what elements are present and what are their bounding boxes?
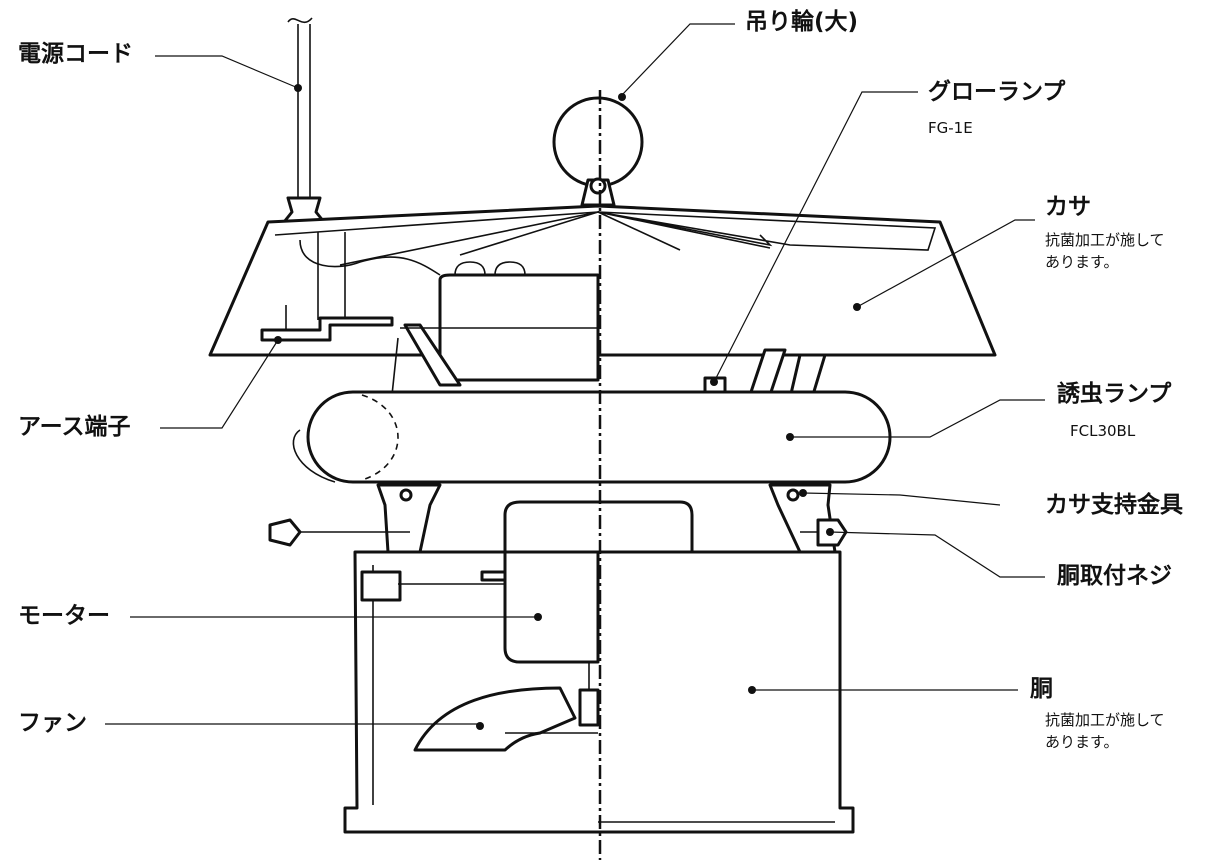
ballast-drawing — [438, 261, 600, 382]
shade-bracket-drawing — [268, 483, 848, 554]
label-hanging-ring: 吊り輪(大) — [745, 9, 859, 35]
label-shade-bracket: カサ支持金具 — [1045, 492, 1183, 518]
label-earth-terminal: アース端子 — [18, 414, 131, 440]
label-glow-lamp: グローランプ — [928, 79, 1066, 105]
label-fan: ファン — [18, 710, 87, 736]
label-insect-lamp: 誘虫ランプ — [1057, 381, 1172, 407]
label-shade-note: 抗菌加工が施して あります。 — [1045, 231, 1165, 271]
label-body-note: 抗菌加工が施して あります。 — [1045, 711, 1165, 751]
label-motor: モーター — [18, 603, 110, 629]
label-power-cord: 電源コード — [18, 41, 133, 67]
leader-lines — [105, 23, 1045, 725]
shade-drawing — [208, 204, 997, 357]
motor-housing-drawing — [503, 500, 694, 554]
earth-terminal-drawing — [260, 305, 394, 342]
hanging-ring-drawing — [552, 96, 644, 207]
label-body: 胴 — [1030, 676, 1053, 702]
power-cord-drawing — [282, 17, 326, 224]
label-insect-lamp-model: FCL30BL — [1070, 422, 1136, 440]
label-shade: カサ — [1045, 194, 1091, 220]
leader-dots — [274, 84, 861, 730]
label-glow-lamp-model: FG-1E — [928, 119, 973, 137]
label-body-screw: 胴取付ネジ — [1057, 563, 1172, 589]
